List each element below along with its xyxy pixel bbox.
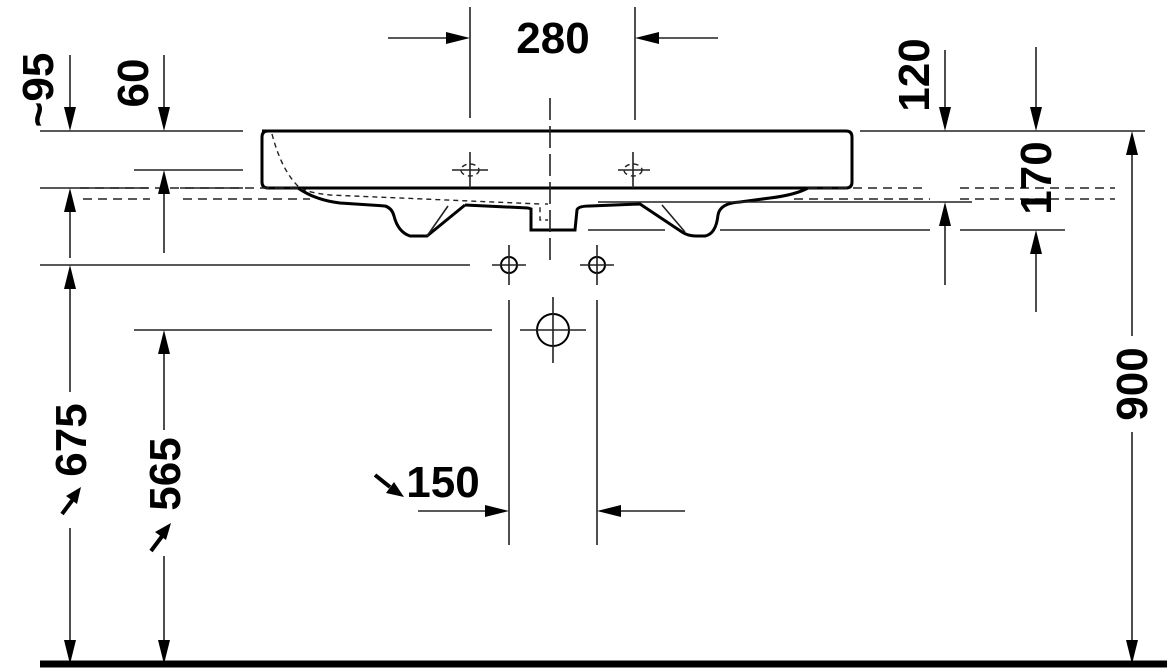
label-60: 60 bbox=[109, 59, 158, 108]
basin-outline bbox=[260, 129, 854, 238]
label-900: 900 bbox=[1108, 347, 1157, 420]
supply-right-icon bbox=[580, 245, 614, 285]
label-565: 565 bbox=[141, 437, 190, 510]
dimension-120: 120 bbox=[890, 38, 951, 285]
recommended-arrow-icon bbox=[149, 523, 171, 553]
label-95: ~95 bbox=[14, 53, 63, 128]
label-150: 150 bbox=[406, 458, 479, 507]
dimension-280: 280 bbox=[388, 7, 718, 120]
recommended-arrow-icon bbox=[60, 487, 81, 516]
label-280: 280 bbox=[516, 14, 589, 63]
recommended-arrow-icon bbox=[373, 473, 404, 497]
dimension-170: 170 bbox=[1012, 47, 1061, 312]
tap-hole-right-icon bbox=[618, 152, 650, 188]
dimension-565: 565 bbox=[141, 330, 190, 664]
supply-left-icon bbox=[492, 245, 526, 285]
tap-hole-left-icon bbox=[452, 152, 488, 188]
dimension-900: 900 bbox=[1108, 131, 1157, 664]
label-170: 170 bbox=[1012, 141, 1061, 214]
label-675: 675 bbox=[47, 403, 96, 476]
dimension-675: 675 bbox=[47, 289, 96, 664]
dimension-60: 60 bbox=[109, 55, 170, 253]
dimension-95: ~95 bbox=[14, 53, 76, 289]
dimension-150: 150 bbox=[373, 300, 685, 545]
label-120: 120 bbox=[890, 38, 939, 111]
waste-outlet-icon bbox=[520, 297, 586, 363]
